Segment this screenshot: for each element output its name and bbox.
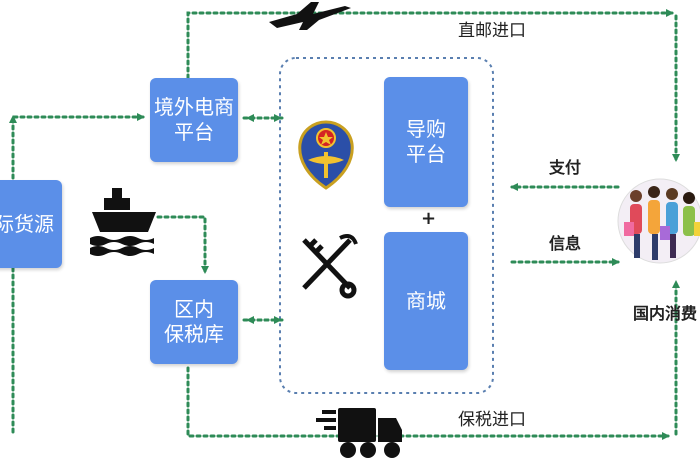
guide-platform-box: 导购 平台	[384, 77, 468, 207]
source-box-label: 际货源	[0, 211, 54, 236]
platform-container	[279, 57, 494, 394]
guide-box-line2: 平台	[406, 142, 446, 166]
crossborder-box-line2: 平台	[174, 120, 214, 144]
shoppers-icon	[617, 178, 700, 264]
mall-box: 商城	[384, 232, 468, 370]
information-label: 信息	[549, 234, 582, 253]
plus-sign: +	[421, 208, 437, 229]
bonded-import-label: 保税进口	[458, 410, 526, 430]
crossborder-platform-box: 境外电商 平台	[150, 78, 238, 162]
mall-box-line1: 商城	[406, 288, 446, 313]
airplane-icon	[269, 2, 351, 30]
ship-route	[156, 215, 209, 274]
bonded-down-route	[186, 366, 670, 440]
truck-icon	[316, 408, 402, 458]
customs-keys-icon	[302, 234, 358, 299]
source-box: 际货源	[0, 180, 62, 268]
bonded-box-line2: 保税库	[164, 322, 224, 346]
customs-emblem-icon	[298, 120, 354, 190]
crossborder-box-line1: 境外电商	[154, 95, 234, 119]
direct-mail-route	[186, 9, 674, 80]
direct-mail-label: 直邮进口	[458, 21, 526, 41]
bonded-warehouse-box: 区内 保税库	[150, 280, 238, 364]
ship-icon	[90, 188, 156, 256]
guide-box-line1: 导购	[406, 117, 446, 141]
payment-label: 支付	[549, 158, 582, 177]
consumer-label: 国内消费	[633, 304, 698, 323]
bonded-box-line1: 区内	[174, 297, 214, 321]
